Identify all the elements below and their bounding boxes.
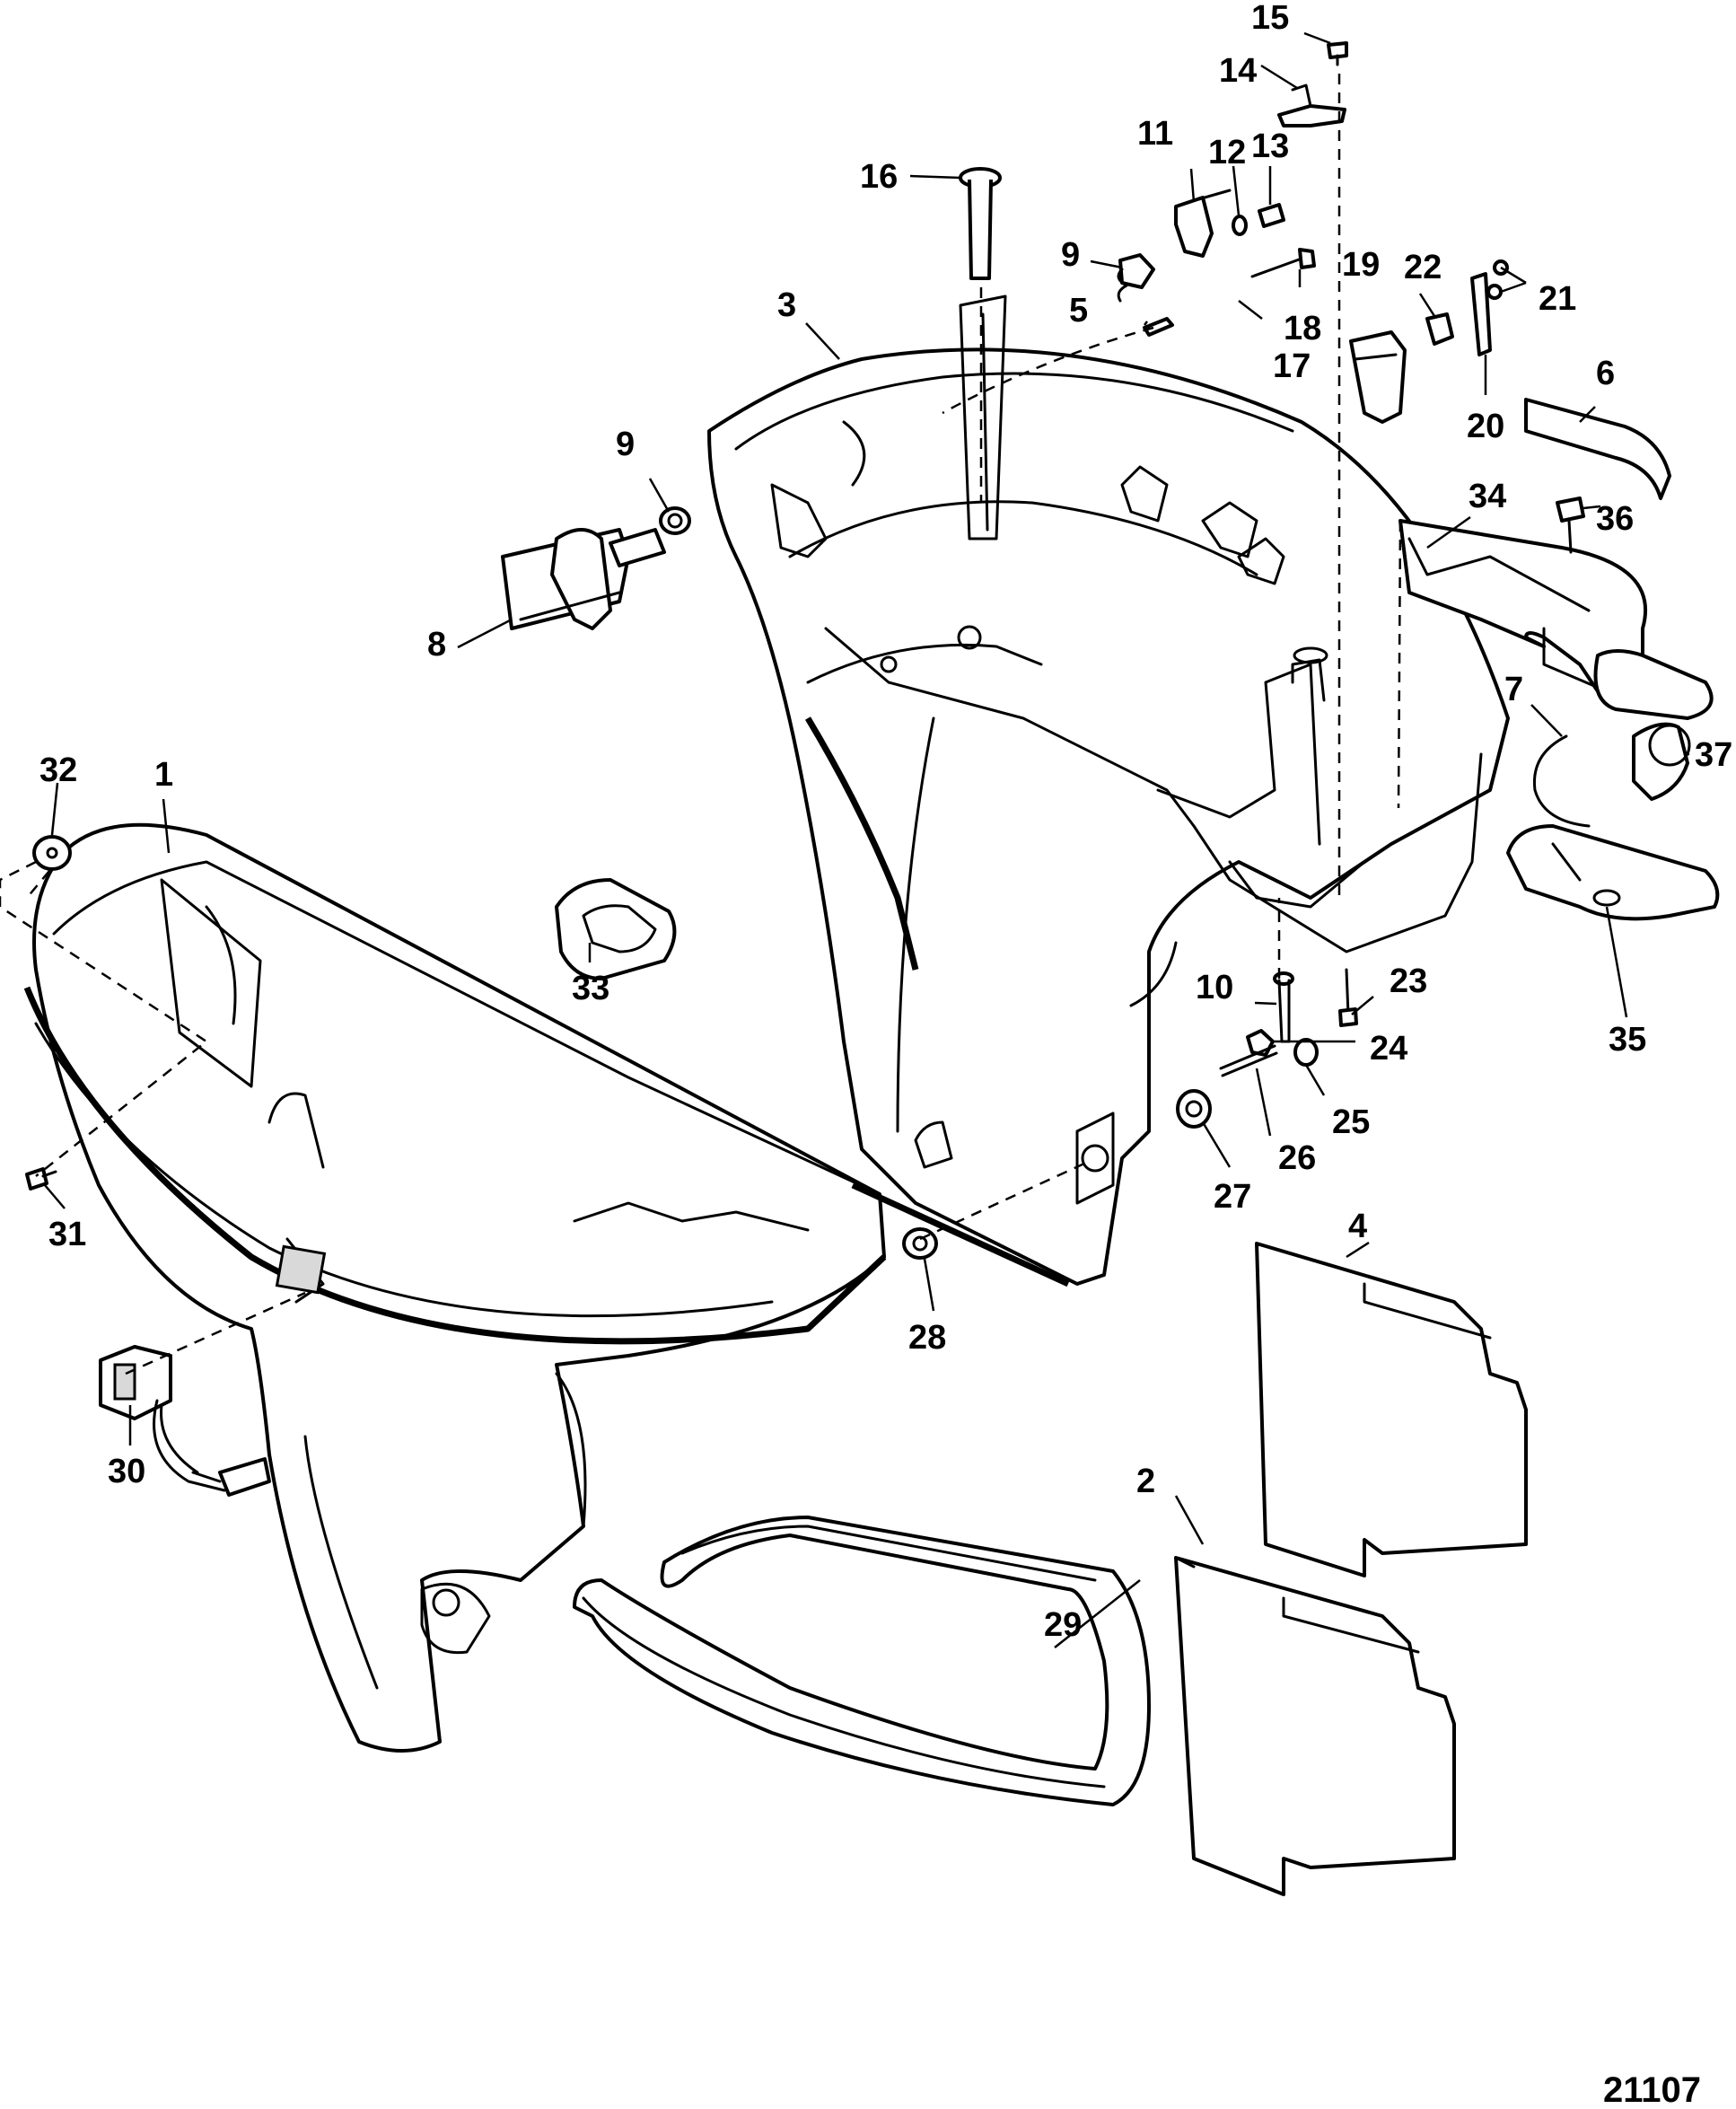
part-10-pin bbox=[1273, 971, 1294, 1043]
part-2-side-panel bbox=[1174, 1556, 1456, 1896]
callout-22: 22 bbox=[1404, 249, 1442, 286]
part-8-latch bbox=[501, 528, 666, 630]
callout-35: 35 bbox=[1609, 1021, 1646, 1059]
part-21-screws bbox=[1486, 259, 1509, 300]
callout-26: 26 bbox=[1278, 1139, 1316, 1177]
part-26-bolt bbox=[1219, 1044, 1278, 1077]
callout-10: 10 bbox=[1196, 969, 1233, 1006]
callout-labels: 1 2 3 4 5 6 7 8 9 9 10 11 12 13 14 15 16… bbox=[39, 0, 1732, 1644]
callout-24: 24 bbox=[1370, 1030, 1407, 1068]
callout-21: 21 bbox=[1539, 280, 1576, 318]
part-16-sleeve bbox=[959, 167, 1002, 280]
callout-9a: 9 bbox=[1061, 236, 1080, 274]
callout-14: 14 bbox=[1219, 52, 1257, 90]
part-29-seal bbox=[573, 1516, 1151, 1806]
part-14-hinge bbox=[1277, 83, 1346, 127]
callout-15: 15 bbox=[1251, 0, 1289, 37]
part-19-lever bbox=[1349, 330, 1407, 424]
part-17-spring bbox=[1117, 268, 1128, 303]
callout-30: 30 bbox=[108, 1453, 145, 1490]
part-12-washer bbox=[1232, 215, 1248, 236]
callout-17: 17 bbox=[1273, 347, 1311, 385]
part-20-plate bbox=[1470, 272, 1492, 356]
callout-28: 28 bbox=[908, 1319, 946, 1357]
callout-19: 19 bbox=[1342, 246, 1380, 284]
part-7-spring-clip bbox=[1532, 734, 1591, 828]
callout-32: 32 bbox=[39, 751, 77, 789]
figure-id: 21107 bbox=[1603, 2070, 1701, 2109]
part-30-switch-harness bbox=[99, 1345, 271, 1497]
callout-13: 13 bbox=[1251, 127, 1289, 165]
callout-37: 37 bbox=[1695, 736, 1732, 774]
part-3-bottom-cowl-rear bbox=[707, 294, 1510, 1287]
callout-23: 23 bbox=[1390, 962, 1427, 1000]
part-11-bracket bbox=[1174, 189, 1232, 258]
part-1-bottom-cowl-front bbox=[23, 822, 887, 1753]
callout-5: 5 bbox=[1069, 292, 1088, 330]
part-34-rear-bracket bbox=[1398, 519, 1714, 720]
part-9-bushing-lower bbox=[659, 506, 691, 535]
callout-27: 27 bbox=[1214, 1178, 1251, 1216]
callout-9b: 9 bbox=[616, 426, 635, 463]
callout-11: 11 bbox=[1137, 115, 1173, 153]
callout-18: 18 bbox=[1284, 310, 1321, 347]
part-5-pin bbox=[1143, 317, 1174, 337]
callout-29: 29 bbox=[1044, 1606, 1082, 1644]
part-32-washer bbox=[32, 835, 72, 871]
callout-1: 1 bbox=[154, 756, 173, 794]
callout-33: 33 bbox=[572, 970, 609, 1007]
callout-25: 25 bbox=[1332, 1103, 1370, 1141]
callout-36: 36 bbox=[1596, 500, 1634, 538]
part-35-rear-piece bbox=[1506, 824, 1720, 921]
callout-4: 4 bbox=[1348, 1208, 1367, 1245]
callout-8: 8 bbox=[427, 626, 446, 663]
callout-31: 31 bbox=[48, 1216, 86, 1253]
part-37-cap bbox=[1632, 722, 1691, 801]
alignment-lines bbox=[0, 74, 1402, 1375]
callout-16: 16 bbox=[860, 158, 898, 196]
part-9-bushing-upper bbox=[1118, 253, 1155, 289]
leader-lines bbox=[44, 31, 1689, 1648]
callout-20: 20 bbox=[1467, 408, 1504, 445]
part-4-side-panel bbox=[1255, 1242, 1528, 1577]
callout-6: 6 bbox=[1596, 355, 1615, 392]
part-23-screw bbox=[1338, 968, 1358, 1027]
callout-7: 7 bbox=[1504, 671, 1523, 708]
part-6-strip bbox=[1524, 398, 1671, 500]
callout-34: 34 bbox=[1469, 478, 1506, 515]
part-22-pad bbox=[1425, 312, 1454, 346]
part-25-washer bbox=[1293, 1038, 1319, 1067]
part-33-grommet bbox=[555, 878, 677, 980]
part-15-screw bbox=[1327, 41, 1348, 66]
callout-12: 12 bbox=[1208, 134, 1246, 171]
part-27-grommet bbox=[1176, 1089, 1212, 1129]
part-13-screw bbox=[1258, 203, 1285, 228]
part-28-bushing bbox=[902, 1227, 938, 1260]
part-18-bolt bbox=[1250, 248, 1316, 278]
part-36-bolt bbox=[1556, 496, 1585, 554]
part-31-screw bbox=[25, 1167, 57, 1191]
callout-3: 3 bbox=[777, 286, 796, 324]
callout-2: 2 bbox=[1136, 1463, 1155, 1500]
